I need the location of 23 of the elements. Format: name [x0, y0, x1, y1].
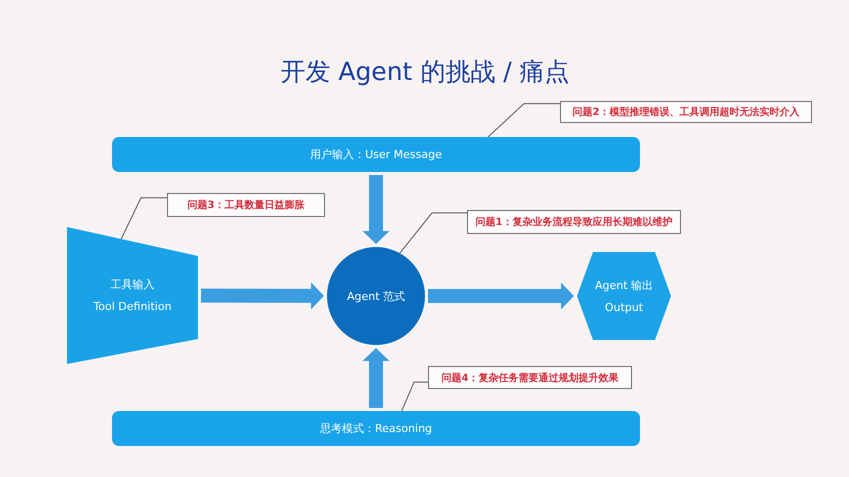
block-arrow [362, 348, 390, 408]
callout-box: 问题4：复杂任务需要通过规划提升效果 [428, 366, 632, 389]
node-label: Output [604, 300, 644, 314]
hexagon [577, 252, 671, 340]
leader-line [488, 103, 560, 138]
leader-line [399, 212, 468, 254]
callout-box: 问题3：工具数量日益膨胀 [167, 193, 325, 217]
leader-line [401, 382, 428, 412]
leader-line [120, 197, 168, 240]
callout-box: 问题1：复杂业务流程导致应用长期难以维护 [467, 210, 681, 234]
node-label: Tool Definition [93, 300, 172, 313]
circle [327, 247, 425, 345]
input-bar: 用户输入：User Message [112, 137, 640, 172]
input-bar: 思考模式：Reasoning [112, 411, 640, 446]
node-label: Agent 范式 [346, 290, 406, 302]
block-arrow [362, 175, 390, 244]
trapezoid [67, 227, 198, 364]
node-label: 工具输入 [110, 278, 154, 291]
block-arrow [428, 282, 574, 310]
callout-box: 问题2：模型推理错误、工具调用超时无法实时介入 [560, 101, 812, 123]
block-arrow [200, 282, 324, 310]
node-label: Agent 输出 [594, 278, 654, 292]
diagram-title: 开发 Agent 的挑战 / 痛点 [280, 57, 570, 87]
